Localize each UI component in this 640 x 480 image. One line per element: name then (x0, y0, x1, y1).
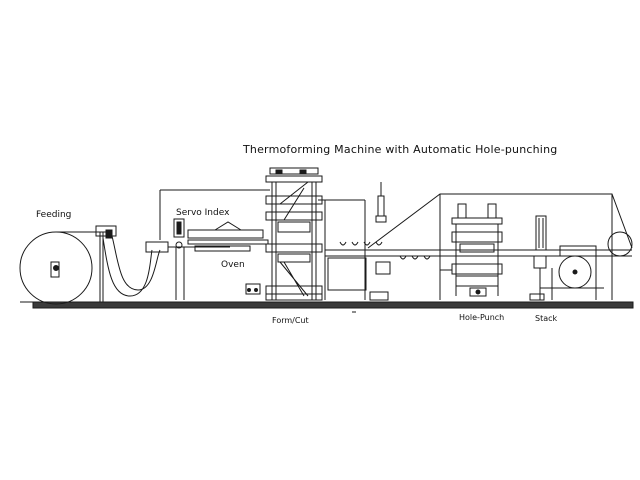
servo-index-unit (168, 219, 230, 300)
diagram-title: Thermoforming Machine with Automatic Hol… (243, 143, 558, 156)
label-servo-index: Servo Index (176, 208, 230, 218)
feeding-stand (96, 226, 160, 302)
conveyor-section (325, 182, 632, 300)
machine-frame (160, 190, 632, 300)
floor-base (33, 302, 633, 308)
feed-chute (146, 242, 168, 252)
form-cut-press (190, 168, 322, 300)
label-stack: Stack (535, 314, 558, 323)
label-feeding: Feeding (36, 210, 72, 220)
label-form-cut: Form/Cut (272, 316, 309, 325)
label-hole-punch: Hole-Punch (459, 313, 505, 322)
oven (188, 222, 268, 294)
hole-punch-press (440, 204, 502, 296)
feeding-roll (20, 232, 112, 304)
stacker (530, 216, 632, 300)
label-oven: Oven (221, 260, 245, 270)
